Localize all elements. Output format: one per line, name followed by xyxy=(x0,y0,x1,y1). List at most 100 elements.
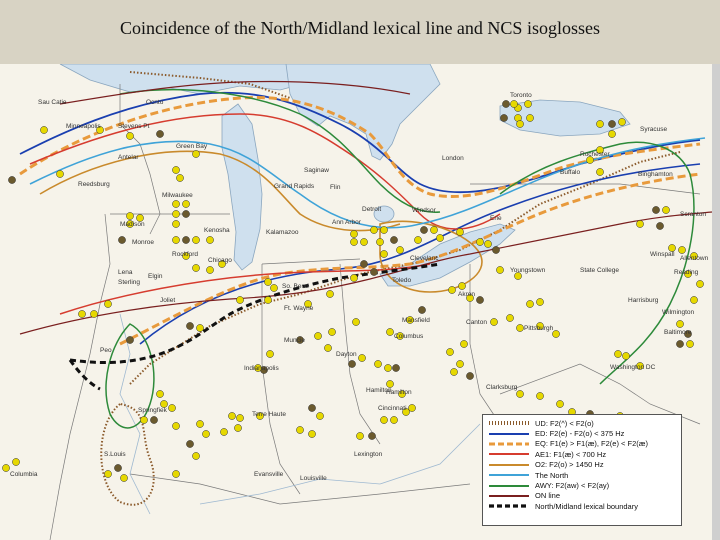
map-legend: UD: F2(^) < F2(o)ED: F2(e) - F2(o) < 375… xyxy=(482,414,682,526)
isogloss-eq-lower xyxy=(119,172,701,346)
place-label-harrisburg: Harrisburg xyxy=(628,297,659,304)
survey-site xyxy=(78,310,86,318)
survey-site xyxy=(380,416,388,424)
survey-site xyxy=(352,318,360,326)
place-label-muncie: Muncie xyxy=(284,337,305,344)
survey-site xyxy=(350,274,358,282)
survey-site xyxy=(500,114,508,122)
legend-label: AWY: F2(aw) < F2(ay) xyxy=(535,481,610,491)
place-label-minneapolis: Minneapolis xyxy=(66,123,101,130)
survey-site xyxy=(374,360,382,368)
survey-site xyxy=(96,126,104,134)
place-label-wilkes-barre: Winspall xyxy=(650,251,675,258)
legend-swatch xyxy=(489,442,529,446)
place-label-reading: Reading xyxy=(674,269,699,276)
survey-site xyxy=(350,230,358,238)
survey-site xyxy=(490,318,498,326)
survey-site xyxy=(12,458,20,466)
slide-title: Coincidence of the North/Midland lexical… xyxy=(120,18,600,38)
survey-site xyxy=(316,412,324,420)
place-label-binghamton: Binghamton xyxy=(638,171,673,178)
isogloss-ae1-lower xyxy=(59,263,431,315)
survey-site xyxy=(186,440,194,448)
survey-site xyxy=(676,340,684,348)
place-label-columbus: Columbus xyxy=(394,333,424,340)
place-label-clarksburg: Clarksburg xyxy=(486,384,518,391)
survey-site xyxy=(172,166,180,174)
survey-site xyxy=(690,252,698,260)
place-label-columbia: Columbia xyxy=(10,471,38,478)
place-label-lena: Lena xyxy=(118,269,133,276)
legend-row: ON line xyxy=(487,491,677,501)
survey-site xyxy=(160,400,168,408)
survey-site xyxy=(172,422,180,430)
place-label-windsor: Windsor xyxy=(412,207,437,214)
survey-site xyxy=(450,368,458,376)
place-label-hamilton-oh: Hamilton xyxy=(386,389,412,396)
legend-swatch xyxy=(489,463,529,466)
survey-site xyxy=(408,404,416,412)
survey-site xyxy=(326,290,334,298)
place-label-toledo: Toledo xyxy=(392,277,412,284)
legend-label: North/Midland lexical boundary xyxy=(535,501,638,511)
survey-site xyxy=(484,240,492,248)
survey-site xyxy=(182,236,190,244)
isogloss-eq xyxy=(19,95,701,199)
survey-site xyxy=(126,212,134,220)
survey-site xyxy=(596,168,604,176)
survey-site xyxy=(636,362,644,370)
map-edge xyxy=(712,64,720,540)
place-label-flint: Flin xyxy=(330,184,341,191)
place-label-elgin: Elgin xyxy=(148,273,163,280)
isogloss-ed-lower xyxy=(139,163,701,345)
lakes xyxy=(59,64,631,287)
survey-site xyxy=(396,332,404,340)
place-label-louisville: Louisville xyxy=(300,475,327,482)
survey-site xyxy=(234,424,242,432)
place-label-hamilton: Hamilton xyxy=(366,387,392,394)
survey-site xyxy=(656,222,664,230)
legend-row: AWY: F2(aw) < F2(ay) xyxy=(487,480,677,490)
place-label-toronto: Toronto xyxy=(510,92,532,99)
place-label-indianapolis: Indianapolis xyxy=(244,365,279,372)
survey-site xyxy=(516,390,524,398)
survey-site xyxy=(516,324,524,332)
survey-site xyxy=(266,350,274,358)
survey-site xyxy=(430,226,438,234)
survey-site xyxy=(182,252,190,260)
legend-swatch xyxy=(489,474,529,477)
place-label-grand-rapids: Grand Rapids xyxy=(274,183,315,190)
place-label-joliet: Joliet xyxy=(160,297,175,304)
survey-site xyxy=(696,280,704,288)
survey-site xyxy=(304,300,312,308)
survey-site xyxy=(126,132,134,140)
survey-site xyxy=(328,328,336,336)
survey-site xyxy=(536,298,544,306)
place-label-kalamazoo: Kalamazoo xyxy=(266,229,299,236)
survey-site xyxy=(296,426,304,434)
legend-label: ED: F2(e) - F2(o) < 375 Hz xyxy=(535,429,625,439)
survey-site xyxy=(686,340,694,348)
survey-site xyxy=(420,226,428,234)
place-label-milwaukee: Milwaukee xyxy=(162,192,193,199)
survey-site xyxy=(90,310,98,318)
survey-site xyxy=(448,286,456,294)
isogloss-o2 xyxy=(39,150,401,232)
survey-site xyxy=(324,344,332,352)
place-label-baltimore: Baltimore xyxy=(664,329,692,336)
legend-label: ON line xyxy=(535,491,561,501)
legend-row: ED: F2(e) - F2(o) < 375 Hz xyxy=(487,428,677,438)
legend-row: North/Midland lexical boundary xyxy=(487,501,677,511)
survey-site xyxy=(172,470,180,478)
survey-site xyxy=(270,284,278,292)
survey-site xyxy=(586,156,594,164)
survey-site xyxy=(436,234,444,242)
survey-site xyxy=(514,272,522,280)
place-label-buffalo: Buffalo xyxy=(560,169,581,176)
place-label-detroit: Detroit xyxy=(362,206,381,213)
lake-ontario xyxy=(499,99,631,137)
legend-swatch xyxy=(489,504,529,508)
survey-site xyxy=(118,236,126,244)
survey-site xyxy=(608,130,616,138)
